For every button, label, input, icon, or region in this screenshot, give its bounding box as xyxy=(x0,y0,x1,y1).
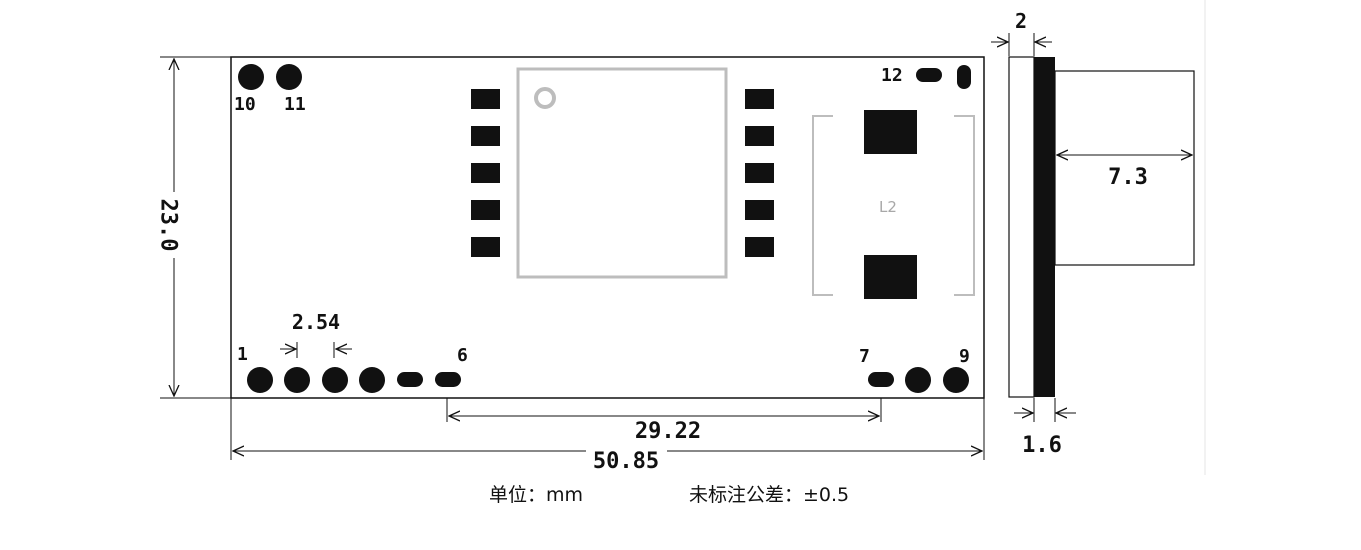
pad-3 xyxy=(322,367,348,393)
side-component-label: 7.3 xyxy=(1108,165,1148,190)
pin-span-label: 29.22 xyxy=(635,419,701,444)
pad-6 xyxy=(435,372,461,387)
inductor-l2: L2 xyxy=(812,110,975,299)
pin-label-9: 9 xyxy=(959,346,970,367)
height-dimension: 23.0 xyxy=(156,56,231,399)
width-label: 50.85 xyxy=(593,449,659,474)
chip-pin1-marker xyxy=(534,87,556,109)
side-layer xyxy=(1034,57,1055,397)
side-component xyxy=(1054,70,1195,266)
pad-4 xyxy=(359,367,385,393)
side-board xyxy=(1008,56,1035,398)
pin-label-10: 10 xyxy=(234,94,256,115)
pad-12a xyxy=(916,68,942,82)
pad-12b xyxy=(957,65,971,89)
pad-8 xyxy=(905,367,931,393)
pin-label-7: 7 xyxy=(859,346,870,367)
pin-span-dimension: 29.22 xyxy=(446,398,882,444)
height-label: 23.0 xyxy=(156,199,181,252)
tolerance-note: 未标注公差：±0.5 xyxy=(689,484,850,506)
unit-note: 单位：mm xyxy=(489,484,584,506)
pad-9 xyxy=(943,367,969,393)
pad-7 xyxy=(868,372,894,387)
pad-11 xyxy=(276,64,302,90)
pad-2 xyxy=(284,367,310,393)
pad-1 xyxy=(247,367,273,393)
pin-label-1: 1 xyxy=(237,344,248,365)
chip-body xyxy=(516,67,728,279)
pin-label-12: 12 xyxy=(881,65,903,86)
pad-5 xyxy=(397,372,423,387)
pin-label-6: 6 xyxy=(457,345,468,366)
pin-label-11: 11 xyxy=(284,94,306,115)
inductor-label: L2 xyxy=(879,198,897,216)
width-dimension: 50.85 xyxy=(230,398,985,474)
inductor-pad-bottom xyxy=(864,255,917,299)
side-board-label: 2 xyxy=(1015,9,1027,33)
inductor-pad-top xyxy=(864,110,917,154)
side-view: 2 7.3 1.6 xyxy=(991,9,1195,458)
thickness-label: 1.6 xyxy=(1022,433,1062,458)
pin-pitch-label: 2.54 xyxy=(292,310,340,334)
board-outline xyxy=(230,56,985,399)
pad-10 xyxy=(238,64,264,90)
chip-pads-right xyxy=(745,89,774,257)
pin-pitch-dimension: 2.54 xyxy=(280,310,352,358)
chip-pads-left xyxy=(471,89,500,257)
